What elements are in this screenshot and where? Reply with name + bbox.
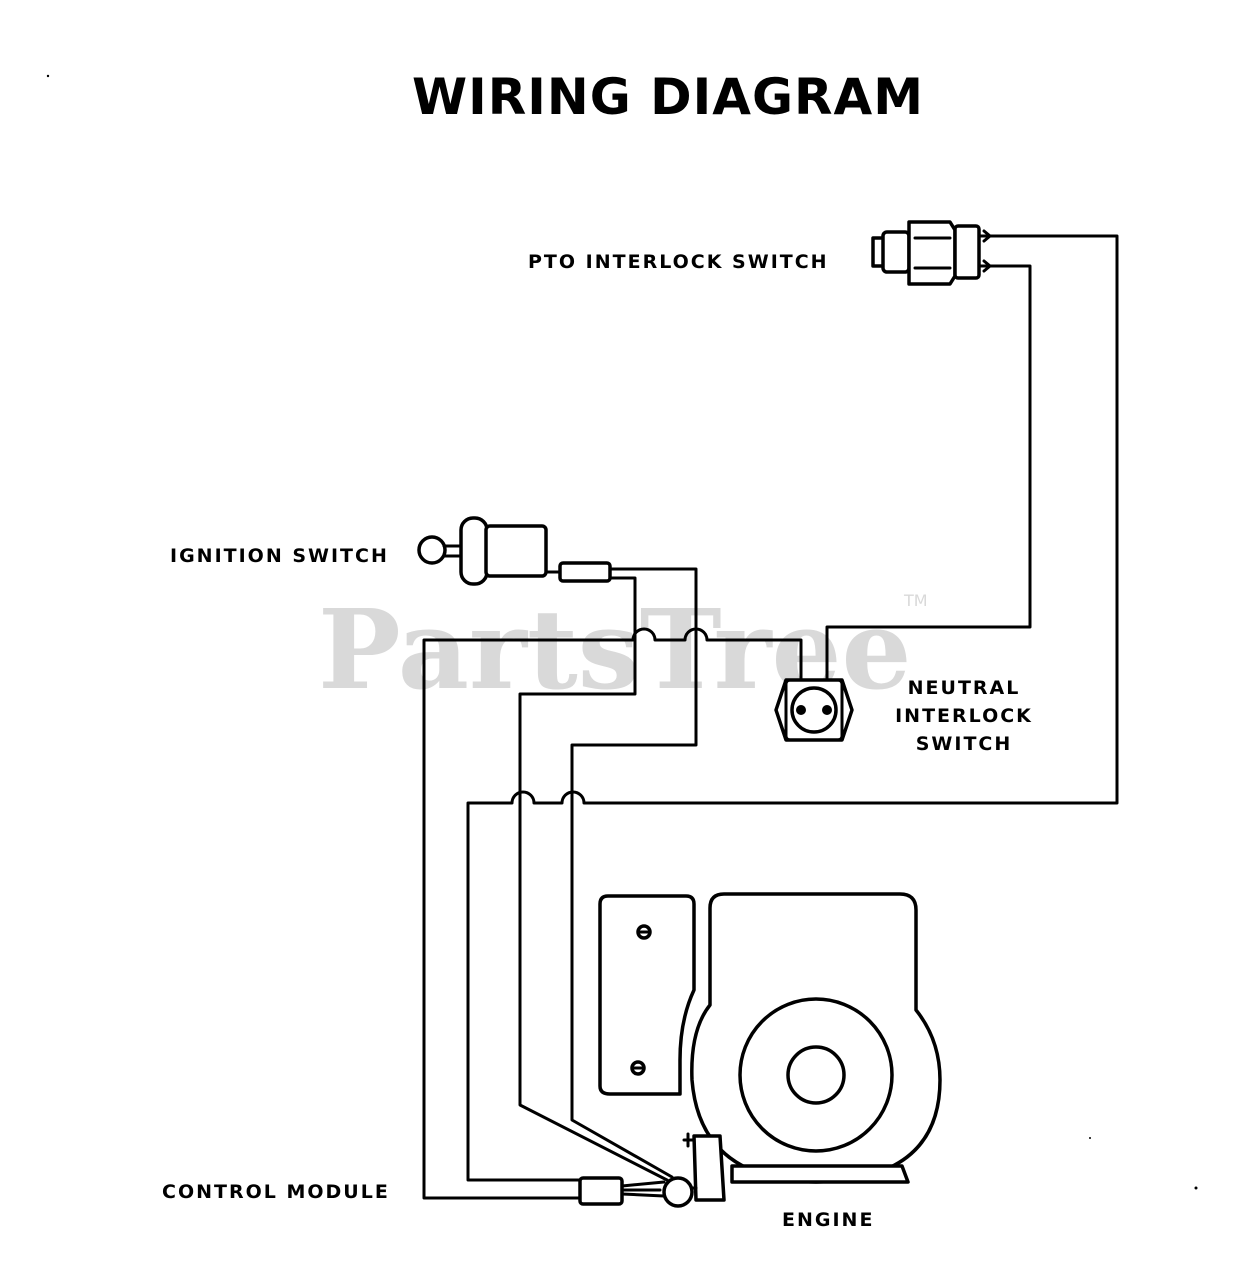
ignition-switch-bezel xyxy=(459,516,489,586)
wire-ignition-outer xyxy=(570,567,698,1179)
pto-switch-body xyxy=(953,224,981,280)
neutral-interlock-switch xyxy=(774,678,854,742)
label-neutral-interlock-line1: NEUTRAL xyxy=(908,677,1021,699)
scan-speck xyxy=(1089,1137,1091,1139)
pto-interlock-switch xyxy=(871,220,992,286)
ignition-key-bow xyxy=(417,535,447,565)
pto-switch-stem xyxy=(881,230,911,274)
label-pto-interlock-switch: PTO INTERLOCK SWITCH xyxy=(528,251,829,273)
label-engine: ENGINE xyxy=(782,1209,874,1231)
ignition-switch-body xyxy=(484,524,548,578)
wire-pto-to-module-outer xyxy=(466,234,1119,1182)
watermark-trademark: TM xyxy=(903,591,928,610)
engine-flywheel-hub xyxy=(786,1045,846,1105)
pto-switch-hex-nut xyxy=(907,220,957,286)
label-neutral-interlock-line3: SWITCH xyxy=(916,733,1013,755)
ignition-switch-connector xyxy=(558,561,612,583)
neutral-switch-terminal-right xyxy=(822,705,832,715)
scan-speck xyxy=(1194,1186,1198,1190)
control-module xyxy=(578,1176,698,1208)
control-module-connector xyxy=(578,1176,624,1206)
engine xyxy=(598,892,942,1202)
label-ignition-switch: IGNITION SWITCH xyxy=(170,545,389,567)
engine-base xyxy=(730,1164,910,1184)
control-module-junction xyxy=(662,1176,694,1208)
wiring-harness xyxy=(422,234,1119,1200)
label-control-module: CONTROL MODULE xyxy=(162,1181,390,1203)
neutral-switch-face xyxy=(790,686,838,734)
engine-mounting-plate xyxy=(598,894,696,1096)
neutral-switch-terminal-left xyxy=(796,705,806,715)
wire-ignition-inner xyxy=(518,576,669,1182)
wire-module-fan xyxy=(620,1180,666,1198)
ignition-switch xyxy=(417,516,612,586)
wire-pto-to-neutral xyxy=(825,264,1032,704)
scan-speck xyxy=(46,74,50,78)
diagram-title: WIRING DIAGRAM xyxy=(412,68,924,126)
pto-switch-terminal-bottom xyxy=(977,259,992,273)
engine-coil-bracket xyxy=(692,1134,726,1202)
pto-switch-terminal-top xyxy=(977,229,992,243)
label-neutral-interlock-line2: INTERLOCK xyxy=(895,705,1033,727)
